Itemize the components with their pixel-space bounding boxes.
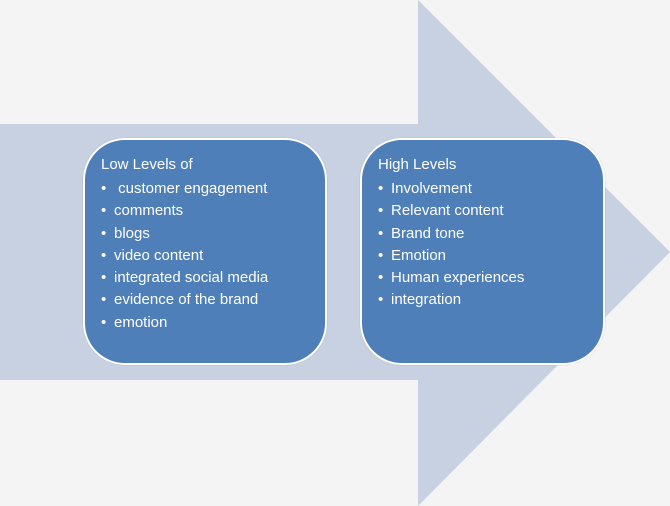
list-item-text: Brand tone bbox=[391, 224, 465, 242]
low-levels-title: Low Levels of bbox=[101, 156, 193, 173]
list-item-text: evidence of the brand bbox=[114, 291, 259, 309]
list-item-text: Relevant content bbox=[391, 202, 504, 220]
bullet-icon: • bbox=[378, 224, 384, 242]
list-item-text: integrated social media bbox=[114, 269, 269, 287]
bullet-icon: • bbox=[101, 269, 107, 287]
bullet-icon: • bbox=[101, 291, 107, 309]
list-item: • customer engagement bbox=[101, 178, 309, 200]
list-item: • integration bbox=[378, 289, 587, 311]
list-item: • evidence of the brand bbox=[101, 289, 309, 311]
bullet-icon: • bbox=[101, 224, 107, 242]
bullet-icon: • bbox=[378, 202, 384, 220]
bullet-icon: • bbox=[378, 269, 384, 287]
list-item-text: Emotion bbox=[391, 246, 447, 264]
list-item-text: video content bbox=[114, 246, 204, 264]
bullet-icon: • bbox=[101, 202, 107, 220]
bullet-icon: • bbox=[378, 246, 384, 264]
list-item-text: Involvement bbox=[391, 180, 472, 197]
low-levels-list: • customer engagement • comments • blogs •… bbox=[101, 178, 309, 334]
bullet-icon: • bbox=[101, 180, 107, 197]
list-item: • blogs bbox=[101, 223, 309, 245]
list-item: • emotion bbox=[101, 312, 309, 334]
list-item-text: emotion bbox=[114, 313, 168, 331]
low-levels-box: Low Levels of • customer engagement • com… bbox=[83, 138, 327, 365]
bullet-icon: • bbox=[378, 180, 384, 197]
bullet-icon: • bbox=[378, 291, 384, 309]
list-item: • Involvement bbox=[378, 178, 587, 200]
high-levels-title: High Levels bbox=[378, 156, 457, 173]
list-item: • integrated social media bbox=[101, 267, 309, 289]
list-item-text: Human experiences bbox=[391, 269, 525, 287]
list-item: • Brand tone bbox=[378, 223, 587, 245]
bullet-icon: • bbox=[101, 246, 107, 264]
high-levels-list: • Involvement • Relevant content • Brand to… bbox=[378, 178, 587, 312]
bullet-icon: • bbox=[101, 313, 107, 331]
list-item: • video content bbox=[101, 245, 309, 267]
list-item-text: customer engagement bbox=[114, 180, 268, 197]
list-item: • Relevant content bbox=[378, 200, 587, 222]
list-item: • Human experiences bbox=[378, 267, 587, 289]
list-item: • comments bbox=[101, 200, 309, 222]
high-levels-box: High Levels • Involvement • Relevant conte… bbox=[360, 138, 605, 365]
list-item-text: comments bbox=[114, 202, 184, 220]
list-item-text: integration bbox=[391, 291, 462, 309]
list-item: • Emotion bbox=[378, 245, 587, 267]
list-item-text: blogs bbox=[114, 224, 150, 242]
